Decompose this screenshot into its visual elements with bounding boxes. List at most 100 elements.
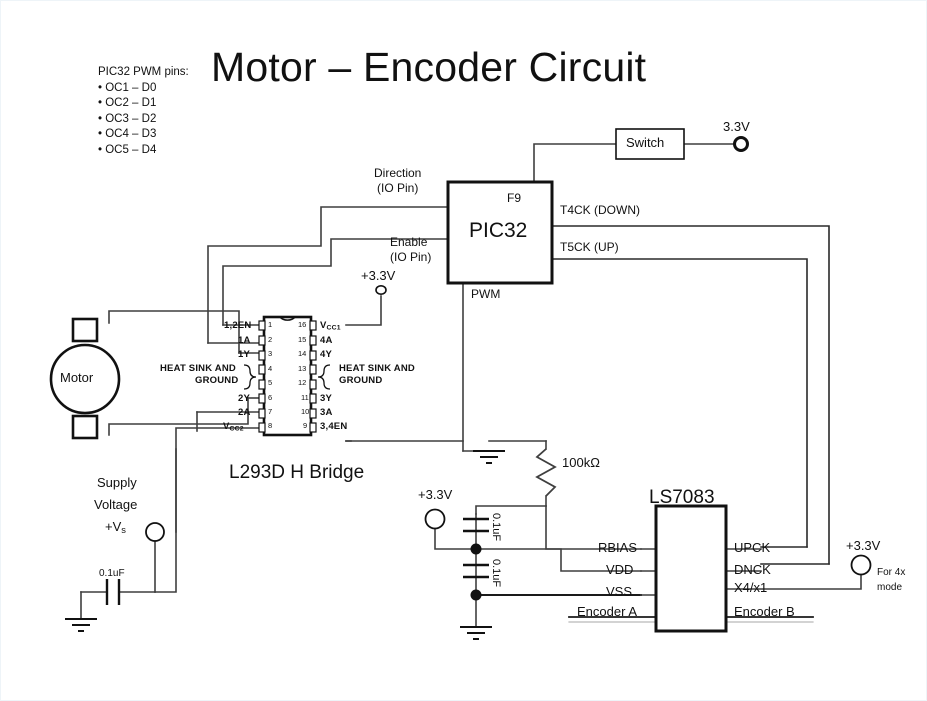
terminal-caps-33v	[424, 508, 446, 530]
terminal-label-x4-33v: +3.3V	[846, 538, 881, 553]
resistor-label: 100kΩ	[562, 455, 600, 470]
ls7083-box[interactable]	[654, 504, 728, 633]
wire-switch-to-f9	[533, 143, 617, 183]
signal-enable-sublabel: (IO Pin)	[390, 250, 432, 264]
junction-dot-lower	[470, 589, 482, 601]
ls7083-pin-upck: UPCK	[734, 540, 771, 555]
dip-num-8: 8	[268, 421, 273, 430]
pic32-pwm-pin-notes: PIC32 PWM pins: • OC1 – D0 • OC2 – D1 • …	[98, 65, 189, 158]
dip-num-13: 13	[298, 364, 307, 373]
ls7083-label: LS7083	[649, 487, 715, 508]
ls7083-pin-encoder-b: Encoder B	[734, 604, 795, 619]
dip-pin9-label: 3,4EN	[320, 421, 348, 432]
capacitor-left	[105, 579, 121, 605]
dip-num-6: 6	[268, 393, 273, 402]
dip-num-4: 4	[268, 364, 273, 373]
x4-note-line2: mode	[877, 582, 903, 593]
pic32-label: PIC32	[469, 219, 528, 242]
dip-num-2: 2	[268, 335, 273, 344]
dip-vcc2-main: V	[223, 421, 230, 432]
terminal-vcc1-33v	[375, 284, 387, 295]
capacitor-mid-top-label: 0.1uF	[490, 513, 502, 542]
heatsink-right-line2: GROUND	[339, 375, 383, 386]
ls7083-pin-vss: VSS	[606, 584, 633, 599]
motor-terminal-top	[71, 317, 99, 343]
l293d-body[interactable]	[262, 315, 313, 437]
wire-t4ck-to-dnck	[551, 225, 830, 565]
notes-item-3: • OC4 – D3	[98, 128, 157, 140]
wire-t5ck-to-upck	[551, 258, 808, 548]
notes-item-4: • OC5 – D4	[98, 143, 157, 156]
dip-num-5: 5	[268, 378, 273, 387]
dip-num-9: 9	[303, 421, 308, 430]
terminal-label-switch-33v: 3.3V	[723, 119, 750, 134]
pic32-box[interactable]	[446, 180, 554, 285]
supply-label-line1: Supply	[97, 475, 137, 490]
motor-terminal-bottom	[71, 414, 99, 440]
signal-t5ck-label: T5CK (UP)	[560, 240, 619, 254]
l293d-pins-left	[258, 320, 266, 433]
dip-num-3: 3	[268, 349, 273, 358]
supply-vs-main: +V	[105, 519, 122, 534]
capacitor-mid-bottom	[463, 563, 489, 579]
motor-body[interactable]	[49, 343, 121, 415]
resistor-100k	[535, 448, 557, 497]
capacitor-mid-bottom-label: 0.1uF	[490, 559, 502, 588]
pic32-pin-f9-label: F9	[507, 191, 522, 205]
dip-pin11-label: 3Y	[320, 393, 333, 404]
heatsink-right-line1: HEAT SINK AND	[339, 363, 415, 374]
switch-box[interactable]	[615, 128, 685, 160]
terminal-label-vcc1-33v: +3.3V	[361, 268, 396, 283]
hbridge-caption: L293D H Bridge	[229, 462, 365, 483]
component-shapes	[49, 128, 872, 640]
signal-enable-label: Enable	[390, 235, 428, 249]
motor-label: Motor	[60, 370, 94, 385]
dip-num-11: 11	[301, 393, 309, 402]
dip-pin6-label: 2Y	[238, 393, 251, 404]
l293d-notch	[279, 316, 296, 321]
dip-vcc1-main: V	[320, 320, 327, 331]
dip-num-15: 15	[298, 335, 307, 344]
dip-pin3-label: 1Y	[238, 349, 251, 360]
capacitor-left-label: 0.1uF	[99, 568, 125, 579]
wire-capnode-to-vdd	[475, 548, 642, 572]
signal-t4ck-label: T4CK (DOWN)	[560, 203, 640, 217]
junction-dot-upper	[470, 543, 482, 555]
signal-direction-label: Direction	[374, 166, 422, 180]
ground-pwm-node	[473, 450, 505, 464]
notes-item-0: • OC1 – D0	[98, 81, 157, 94]
terminal-label-caps-33v: +3.3V	[418, 487, 453, 502]
signal-pwm-label: PWM	[471, 287, 501, 301]
heatsink-brace-right	[317, 364, 331, 390]
ls7083-pin-rbias: RBIAS	[598, 540, 638, 555]
dip-pin10-label: 3A	[320, 407, 333, 418]
wire-supply-rail	[154, 448, 177, 593]
dip-vcc2-sub: CC2	[229, 425, 244, 433]
ground-caps	[460, 626, 492, 640]
notes-item-1: • OC2 – D1	[98, 97, 157, 109]
terminal-x4-33v	[850, 554, 872, 576]
terminal-supply-voltage	[145, 522, 165, 542]
wire-captop-to-res	[475, 505, 547, 515]
dip-num-10: 10	[301, 407, 310, 416]
wire-motor-top-to-1y	[108, 310, 240, 354]
dip-num-14: 14	[298, 349, 307, 358]
wire-x4-to-33v	[725, 573, 862, 590]
supply-vs-sub: s	[121, 525, 126, 536]
wire-33v-to-vcc1	[345, 295, 382, 326]
wire-motor-bottom-to-2y	[108, 397, 249, 436]
wire-enable-to-12en	[222, 238, 449, 326]
wire-direction-to-1a	[207, 206, 449, 344]
signal-direction-sublabel: (IO Pin)	[377, 181, 419, 195]
dip-num-1: 1	[268, 320, 273, 329]
dip-num-7: 7	[268, 407, 273, 416]
wire-33v-to-capnode	[434, 527, 477, 550]
dip-pin2-label: 1A	[238, 335, 251, 346]
dip-pin1-label: 1,2EN	[224, 320, 252, 331]
page-title: Motor – Encoder Circuit	[211, 44, 647, 90]
dip-num-12: 12	[298, 378, 307, 387]
supply-label-line3: +Vs	[105, 519, 126, 536]
dip-pin16-label: VCC1	[320, 320, 341, 332]
